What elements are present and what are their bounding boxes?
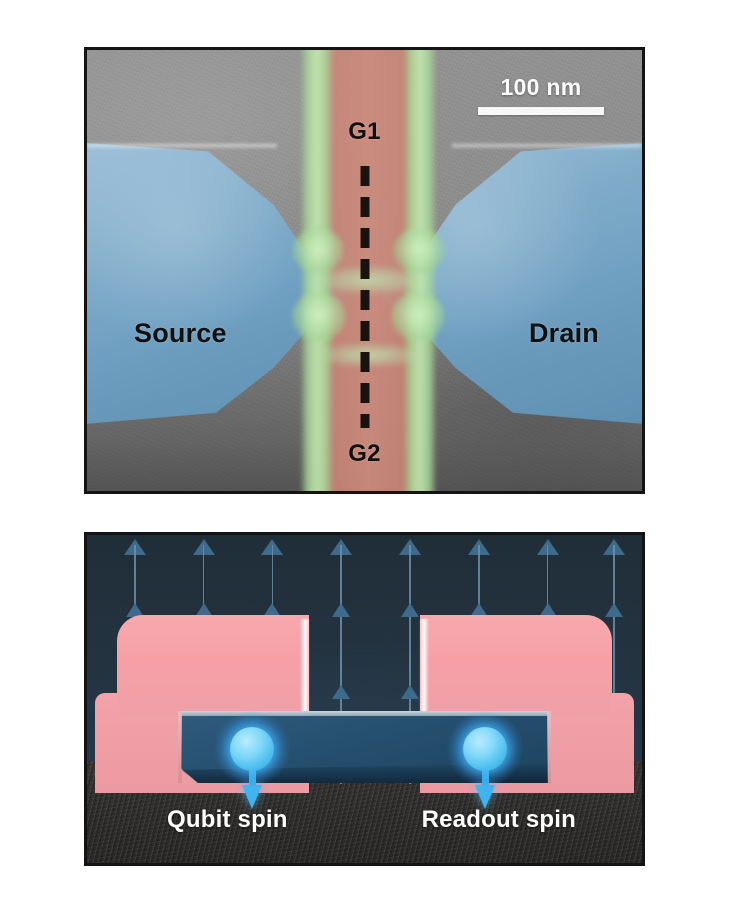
nanowire-end-right [547,711,551,783]
channel-constriction-2 [313,340,425,370]
arrow-head-icon [263,603,282,617]
panel-sem-micrograph: G1 G2 Source Drain 100 nm [84,47,645,494]
section-cut-dashed-line [360,166,369,428]
label-source: Source [134,318,227,348]
spin-arrow-head [242,785,262,809]
arrow-shaft [409,545,411,784]
gate-right-edge-highlight [420,619,429,767]
label-drain: Drain [528,318,599,348]
spin-arrow-head [475,785,495,809]
arrow-head-icon [401,685,419,699]
spin-down-arrow-icon [475,759,495,811]
arrow-head-icon [605,603,624,617]
arrow-shaft [340,545,342,784]
qubit-spin-marker [214,711,290,809]
source-pad-highlight [87,144,277,149]
arrow-head-icon [194,603,213,617]
nanowire-end-left [178,711,182,783]
field-arrow-4 [328,539,354,784]
field-arrow-8 [601,539,627,707]
scale-bar-label: 100 nm [500,74,582,100]
spin-down-arrow-icon [242,759,262,811]
arrow-head-icon [125,603,144,617]
channel-constriction [309,262,429,298]
spacer-bulge-left-lower [292,292,346,342]
arrow-head-icon [469,603,488,617]
label-qubit-spin: Qubit spin [167,806,288,833]
spacer-bulge-right-lower [391,292,445,342]
nanowire-top-facet [181,711,548,716]
gate-right [420,615,634,793]
sem-stage: G1 G2 Source Drain 100 nm [87,50,642,491]
label-gate-g2: G2 [348,440,381,467]
scale-bar-rule [478,107,604,115]
gate-left-top [117,615,309,715]
scale-bar: 100 nm [466,74,616,115]
arrow-head-icon [332,603,351,617]
arrow-head-icon [401,603,419,617]
spin-arrow-shaft [248,759,256,787]
arrow-shaft [613,545,616,707]
spin-sphere [463,727,507,771]
spin-sphere [230,727,274,771]
arrow-head-icon [332,685,351,699]
spin-arrow-shaft [481,759,489,787]
label-readout-spin: Readout spin [421,806,576,833]
field-arrow-5 [397,539,423,784]
arrow-head-icon [538,603,557,617]
label-gate-g1: G1 [348,118,381,145]
schematic-stage: Qubit spin Readout spin [87,535,642,863]
drain-pad-highlight [452,144,642,149]
readout-spin-marker [447,711,523,809]
gate-right-top [420,615,612,715]
panel-device-schematic: Qubit spin Readout spin [84,532,645,866]
gate-left-edge-highlight [300,619,309,767]
